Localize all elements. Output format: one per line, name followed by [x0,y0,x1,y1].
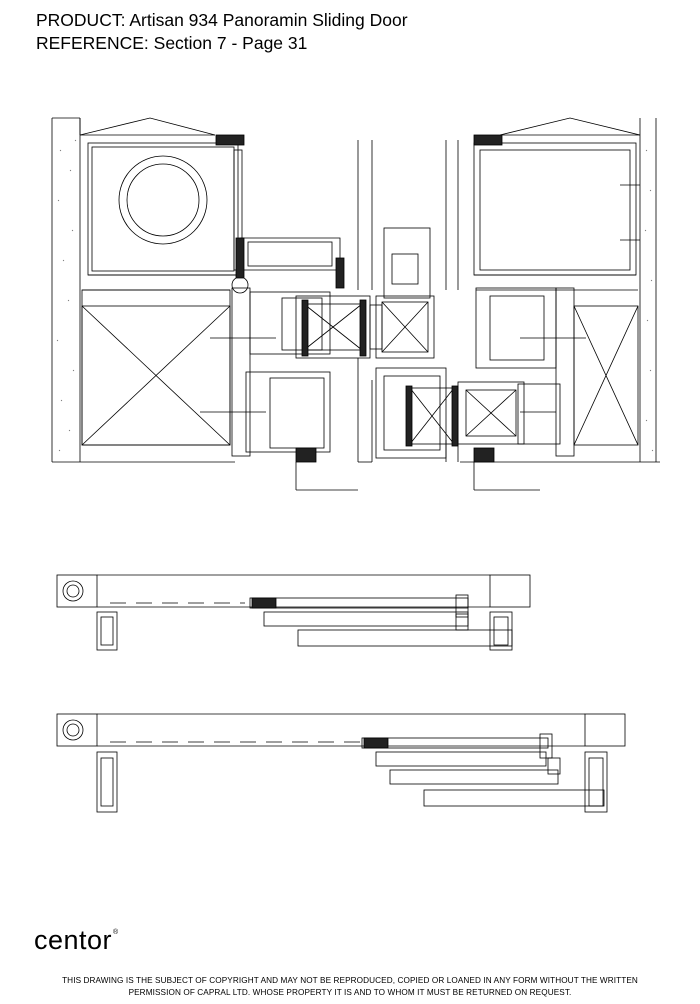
footer-line-1: THIS DRAWING IS THE SUBJECT OF COPYRIGHT… [62,976,638,985]
left-wall [51,117,235,463]
left-frame-profile [200,276,331,457]
right-sash [457,381,561,445]
reference-title: REFERENCE: Section 7 - Page 31 [36,33,308,53]
right-jamb [476,289,639,446]
product-title: PRODUCT: Artisan 934 Panoramin Sliding D… [36,10,408,30]
left-head-profile [87,134,245,276]
section-detail [51,117,660,491]
left-sash-profile [235,237,345,289]
plan-diagram-two-panel [56,574,531,651]
lower-centre-sash [375,367,459,459]
centre-sash [375,227,435,359]
footer-line-2: PERMISSION OF CAPRAL LTD. WHOSE PROPERTY… [128,988,572,997]
brand-name: centor [34,925,113,955]
right-frame-profile [475,287,586,457]
left-sash [295,295,383,359]
right-head-profile [473,134,640,276]
sill [295,447,540,491]
registered-mark: ® [113,929,119,936]
left-jamb [81,289,231,446]
centor-logo: centor® [34,925,119,956]
centre-lines [357,140,459,463]
plan-diagram-three-panel [56,713,626,813]
copyright-footer: THIS DRAWING IS THE SUBJECT OF COPYRIGHT… [0,975,700,999]
